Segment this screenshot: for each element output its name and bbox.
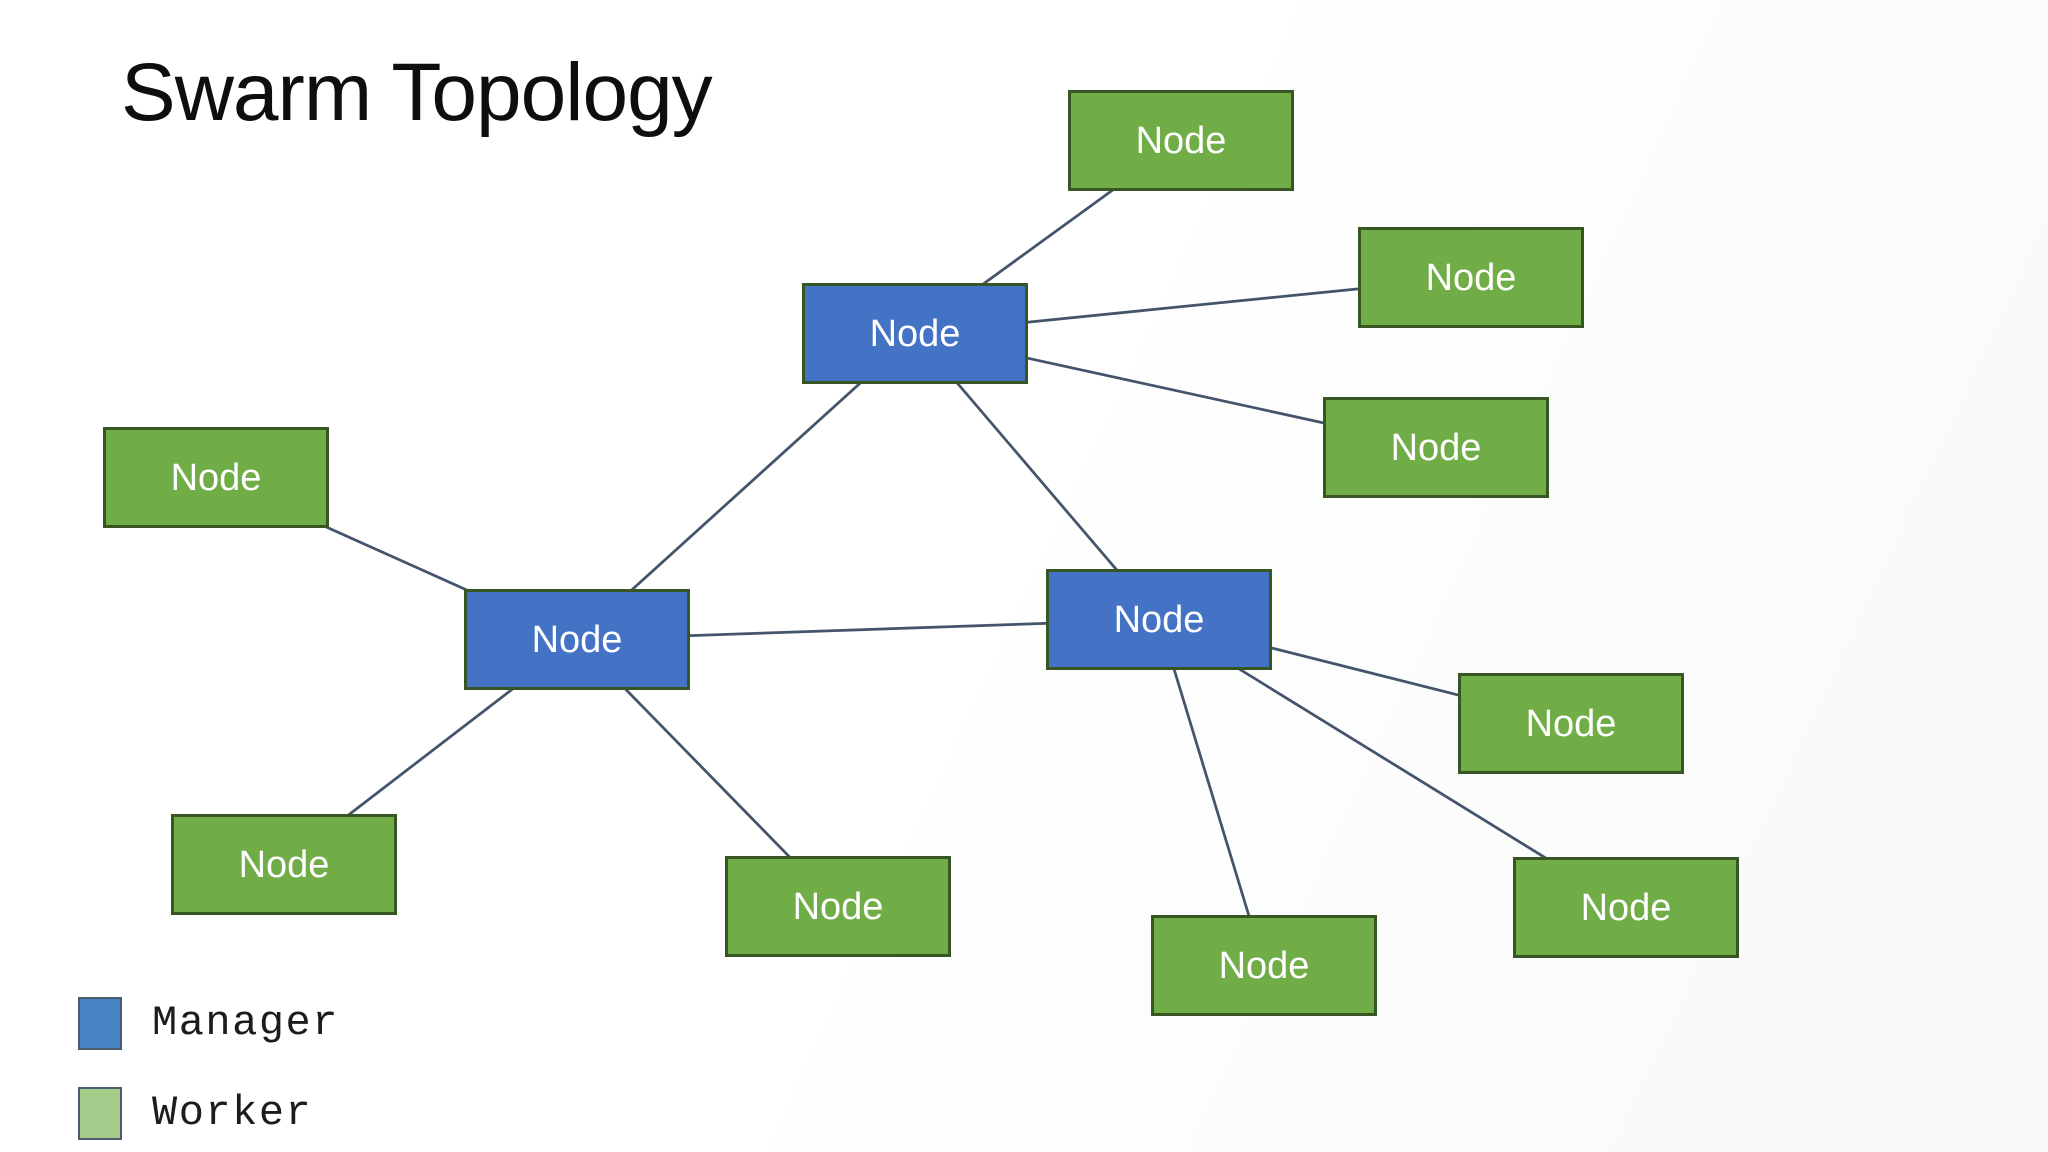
edge-connector	[1157, 619, 1266, 966]
node-label: Node	[1218, 944, 1310, 987]
diagram-node-worker: Node	[1151, 915, 1377, 1016]
node-label: Node	[869, 312, 961, 355]
legend: Manager Worker	[78, 994, 339, 1142]
worker-color-swatch	[78, 1086, 122, 1140]
node-label: Node	[1135, 119, 1227, 162]
legend-item-manager: Manager	[78, 994, 339, 1052]
diagram-node-worker: Node	[171, 814, 397, 915]
diagram-node-worker: Node	[1323, 397, 1549, 498]
node-label: Node	[1580, 886, 1672, 929]
legend-label-worker: Worker	[152, 1089, 313, 1137]
legend-label-manager: Manager	[152, 999, 339, 1047]
diagram-node-worker: Node	[1513, 857, 1739, 958]
diagram-node-worker: Node	[1358, 227, 1584, 328]
manager-color-swatch	[78, 996, 122, 1050]
edge-connector	[576, 332, 916, 641]
diagram-node-worker: Node	[103, 427, 329, 528]
node-label: Node	[1425, 256, 1517, 299]
legend-item-worker: Worker	[78, 1084, 339, 1142]
node-label: Node	[1390, 426, 1482, 469]
diagram-node-manager: Node	[464, 589, 690, 690]
slide-title: Swarm Topology	[121, 47, 713, 138]
node-label: Node	[531, 618, 623, 661]
diagram-node-worker: Node	[1068, 90, 1294, 191]
diagram-node-manager: Node	[802, 283, 1028, 384]
node-label: Node	[1525, 702, 1617, 745]
diagram-node-manager: Node	[1046, 569, 1272, 670]
diagram-node-worker: Node	[725, 856, 951, 957]
node-label: Node	[1113, 598, 1205, 641]
node-label: Node	[792, 885, 884, 928]
diagram-node-worker: Node	[1458, 673, 1684, 774]
node-label: Node	[170, 456, 262, 499]
node-label: Node	[238, 843, 330, 886]
